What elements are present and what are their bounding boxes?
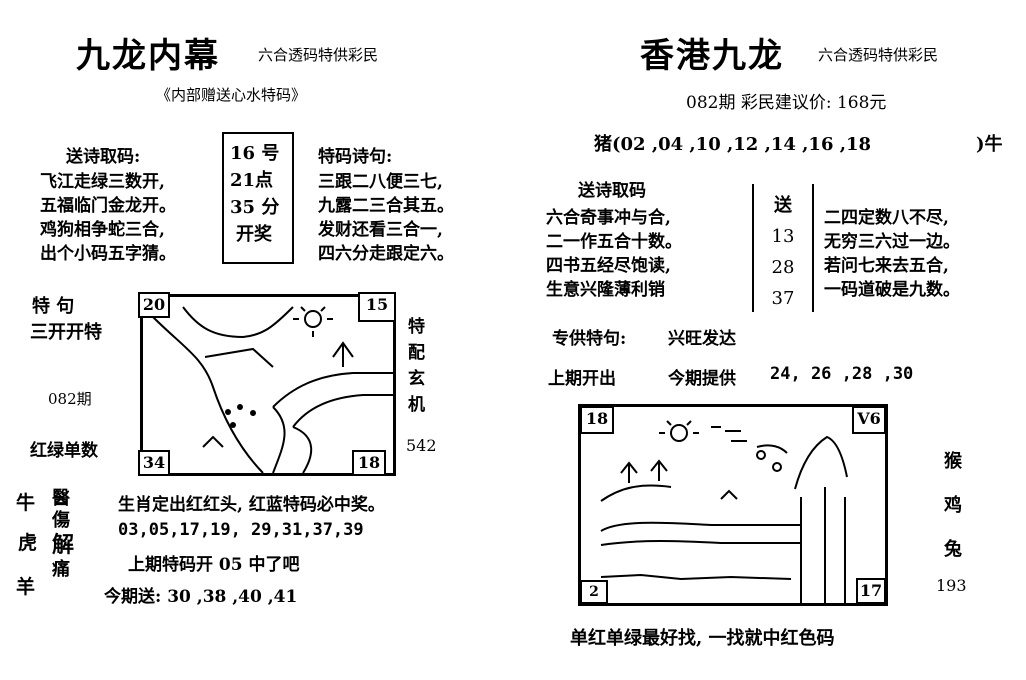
left-corner-bottom-left: 34: [138, 450, 170, 476]
left-corner-top-right: 15: [358, 292, 396, 322]
left-side-number: 542: [406, 436, 437, 455]
left-send-poem: 飞江走绿三数开, 五福临门金龙开。 鸡狗相争蛇三合, 出个小码五字猜。: [40, 170, 176, 266]
right-this-label: 今期提供: [668, 369, 736, 389]
left-special-poem-label: 特码诗句:: [318, 147, 393, 167]
right-box-text: 送 13 28 37: [771, 195, 795, 309]
right-box-right-border: [812, 184, 814, 312]
right-last-label: 上期开出: [548, 369, 616, 389]
left-gift-line: 《内部赠送心水特码》: [156, 86, 307, 104]
right-corner-bottom-left: 2: [580, 580, 608, 604]
zodiac-tiger: 虎: [18, 532, 38, 554]
left-draw-time-box: [222, 132, 294, 264]
right-pig-line: 猪(02 ,04 ,10 ,12 ,14 ,16 ,18: [594, 134, 872, 155]
poem-line: 一码道破是九数。: [824, 280, 960, 300]
left-hint: 红绿单数: [30, 441, 98, 461]
left-subtitle: 六合透码特供彩民: [258, 46, 379, 64]
left-numbers-line: 03,05,17,19, 29,31,37,39: [118, 520, 364, 540]
right-title: 香港九龙: [640, 36, 784, 76]
left-special-phrase-label: 特 句: [32, 296, 75, 317]
poem-line: 五福临门金龙开。: [40, 196, 176, 216]
right-poem-right: 二四定数八不尽, 无穷三六过一边。 若问七来去五合, 一码道破是九数。: [824, 206, 960, 302]
left-this-issue-line: 今期送: 30 ,38 ,40 ,41: [104, 587, 298, 607]
poem-line: 鸡狗相争蛇三合,: [40, 220, 165, 240]
left-draw-time-text: 16 号 21点 35 分 开奖: [230, 143, 280, 245]
left-special-poem: 三跟二八便三七, 九露二三合其五。 发财还看三合一, 四六分走跟定六。: [318, 170, 454, 266]
right-corner-bottom-right: 17: [856, 578, 886, 604]
poem-line: 发财还看三合一,: [318, 220, 443, 240]
left-zodiac-line: 生肖定出红红头, 红蓝特码必中奖。: [118, 495, 385, 515]
right-this-numbers: 24, 26 ,28 ,30: [770, 364, 914, 384]
right-poem-left: 六合奇事冲与合, 二一作五合十数。 四书五经尽饱读, 生意兴隆薄利销: [546, 206, 682, 302]
left-issue: 082期: [48, 390, 92, 408]
left-landscape-drawing: [152, 306, 393, 473]
left-corner-top-left: 20: [138, 292, 170, 318]
poem-line: 二四定数八不尽,: [824, 208, 949, 228]
zodiac-ox: 牛: [16, 492, 36, 514]
right-corner-top-left: 18: [580, 406, 614, 434]
poem-line: 出个小码五字猜。: [40, 244, 176, 264]
right-pig-end: )牛: [976, 134, 1003, 155]
poem-line: 若问七来去五合,: [824, 256, 949, 276]
right-sketch-frame: [578, 404, 888, 606]
right-special-phrase: 兴旺发达: [668, 329, 736, 349]
left-sketch-frame: [140, 294, 396, 476]
right-issue-price: 082期 彩民建议价: 168元: [686, 93, 887, 113]
left-send-poem-label: 送诗取码:: [66, 147, 141, 167]
poem-line: 四六分走跟定六。: [318, 244, 454, 264]
right-subtitle: 六合透码特供彩民: [818, 46, 939, 64]
poem-line: 四书五经尽饱读,: [546, 256, 671, 276]
left-corner-bottom-right: 18: [352, 450, 386, 476]
right-landscape-drawing: [600, 420, 848, 603]
left-title: 九龙内幕: [76, 36, 220, 76]
right-side-number: 193: [936, 576, 967, 595]
right-special-phrase-label: 专供特句:: [552, 329, 627, 349]
stamp-chars: 醫 傷 解 痛: [52, 488, 75, 580]
right-side-vertical: 猴 鸡 兔: [944, 451, 962, 560]
right-bottom-line: 单红单绿最好找, 一找就中红色码: [570, 628, 835, 649]
poem-line: 飞江走绿三数开,: [40, 172, 165, 192]
left-last-issue-line: 上期特码开 05 中了吧: [128, 555, 300, 575]
poem-line: 九露二三合其五。: [318, 196, 454, 216]
poem-line: 三跟二八便三七,: [318, 172, 443, 192]
left-special-phrase: 三开开特: [30, 322, 102, 343]
right-corner-top-right: V6: [852, 406, 886, 434]
poem-line: 无穷三六过一边。: [824, 232, 960, 252]
poem-line: 六合奇事冲与合,: [546, 208, 671, 228]
right-box-left-border: [752, 184, 754, 312]
left-side-vertical: 特 配 玄 机: [408, 317, 425, 415]
zodiac-goat: 羊: [16, 576, 36, 598]
right-send-poem-label: 送诗取码: [578, 181, 646, 201]
poem-line: 生意兴隆薄利销: [546, 280, 665, 300]
poem-line: 二一作五合十数。: [546, 232, 682, 252]
